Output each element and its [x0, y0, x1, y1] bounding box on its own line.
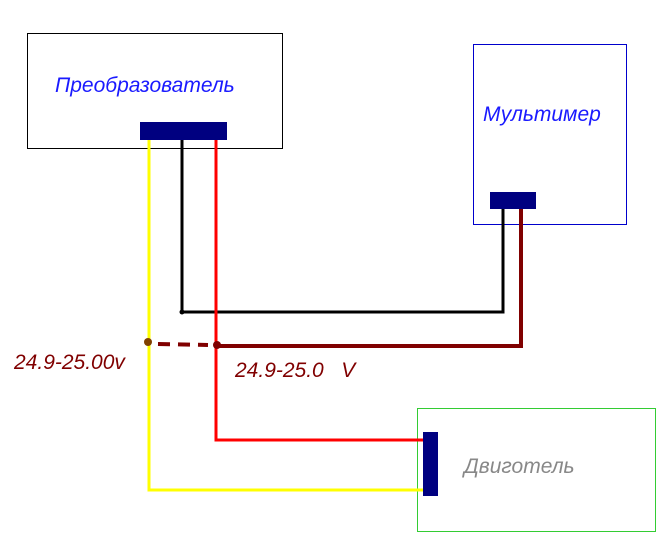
motor-label: Двиготель — [464, 455, 575, 478]
wire-black — [180, 140, 505, 314]
voltage-reading-right: 24.9-25.0 V — [235, 359, 356, 382]
motor-box — [417, 408, 656, 532]
probe-dot-right — [213, 341, 221, 349]
multimeter-connector — [490, 192, 536, 209]
converter-label: Преобразователь — [55, 74, 235, 97]
dashed-probe-line — [157, 342, 209, 347]
multimeter-label: Мультимер — [483, 103, 601, 126]
wire-yellow — [147, 140, 425, 492]
wire-red — [214, 140, 425, 442]
junction-dot — [179, 309, 185, 315]
wire-darkred — [216, 208, 523, 348]
motor-connector — [423, 432, 438, 496]
probe-dot-left — [144, 338, 152, 346]
voltage-reading-left: 24.9-25.00v — [14, 351, 125, 374]
converter-connector — [140, 122, 227, 140]
